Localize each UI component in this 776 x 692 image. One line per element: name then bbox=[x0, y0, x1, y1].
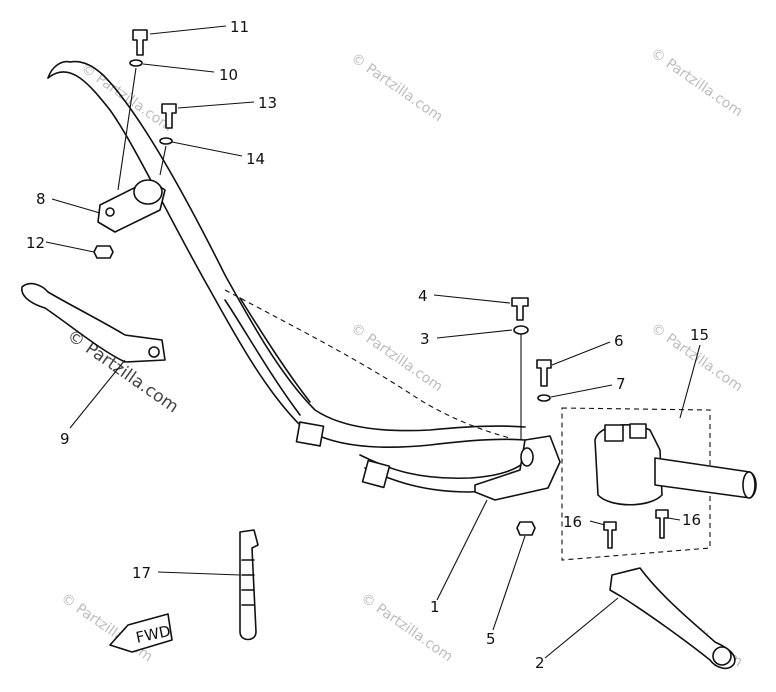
screw-16-left bbox=[603, 521, 617, 549]
callout-1: 1 bbox=[430, 598, 440, 616]
nut-12 bbox=[93, 245, 114, 259]
callout-13: 13 bbox=[258, 94, 277, 112]
cable-band bbox=[239, 529, 259, 641]
callout-15: 15 bbox=[690, 326, 709, 344]
throttle-grip bbox=[654, 457, 757, 499]
callout-16-right: 16 bbox=[682, 511, 701, 529]
callout-labels: 11 10 13 14 8 12 9 4 3 6 7 15 16 16 1 5 … bbox=[26, 18, 709, 672]
bolt-13 bbox=[161, 103, 177, 129]
callout-5: 5 bbox=[486, 630, 496, 648]
screw-16-right bbox=[655, 509, 669, 539]
washer-14 bbox=[159, 137, 173, 145]
callout-11: 11 bbox=[230, 18, 249, 36]
callout-17: 17 bbox=[132, 564, 151, 582]
washer-7 bbox=[537, 394, 551, 402]
handlebar-holder bbox=[93, 29, 177, 259]
callout-10: 10 bbox=[219, 66, 238, 84]
bolt-11 bbox=[132, 29, 148, 56]
watermark: © Partzilla.com bbox=[648, 45, 746, 120]
lever-right bbox=[609, 567, 736, 670]
callout-3: 3 bbox=[420, 330, 430, 348]
fwd-arrow-mark: FWD bbox=[109, 613, 173, 653]
watermark: © Partzilla.com bbox=[78, 60, 176, 135]
leader-lines bbox=[45, 25, 701, 659]
callout-7: 7 bbox=[616, 375, 626, 393]
callout-12: 12 bbox=[26, 234, 45, 252]
nut-5 bbox=[516, 521, 536, 536]
handlebar bbox=[47, 60, 526, 493]
watermark: © Partzilla.com bbox=[348, 320, 446, 395]
watermark: © Partzilla.com bbox=[358, 590, 456, 665]
callout-14: 14 bbox=[246, 150, 265, 168]
grip-knurl bbox=[295, 421, 325, 447]
master-cylinder-holder bbox=[474, 297, 561, 536]
callout-16-left: 16 bbox=[563, 513, 582, 531]
callout-6: 6 bbox=[614, 332, 624, 350]
callout-4: 4 bbox=[418, 287, 428, 305]
watermark: © Partzilla.com bbox=[348, 50, 446, 125]
handle-switch-assembly bbox=[561, 407, 757, 561]
callout-8: 8 bbox=[36, 190, 46, 208]
bolt-4 bbox=[511, 297, 529, 321]
washer-10 bbox=[129, 59, 143, 67]
lever-left bbox=[21, 282, 166, 363]
grip-knurl bbox=[361, 459, 391, 489]
callout-9: 9 bbox=[60, 430, 70, 448]
bolt-6 bbox=[536, 359, 552, 387]
callout-2: 2 bbox=[535, 654, 545, 672]
washer-3 bbox=[513, 325, 529, 335]
